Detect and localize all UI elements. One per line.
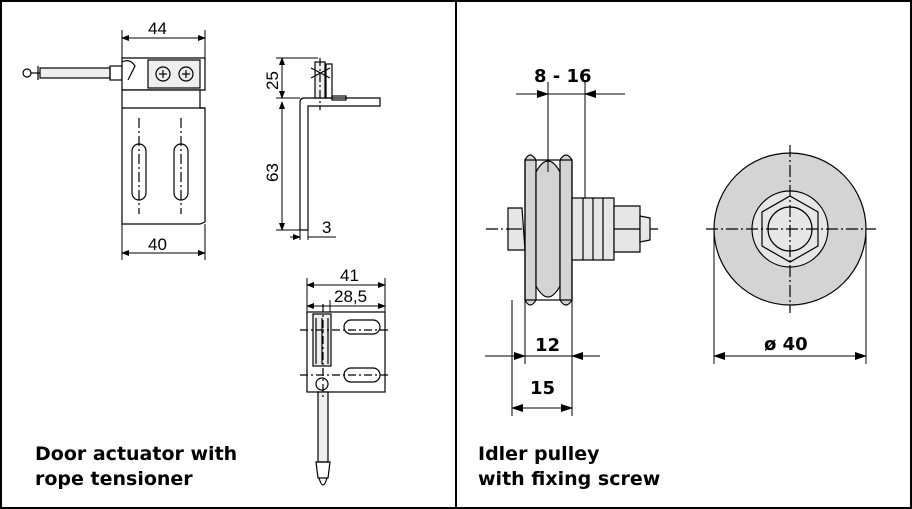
pulley-dimensions	[485, 82, 625, 416]
caption-idler-pulley-line1: Idler pulley	[478, 443, 600, 465]
side-view-dimensions	[276, 57, 336, 240]
idler-pulley-panel	[456, 0, 912, 509]
dim-side-partial: 28,5	[334, 287, 367, 306]
actuator-top-view	[300, 304, 390, 486]
caption-door-actuator-line2: rope tensioner	[35, 468, 193, 490]
door-actuator-panel	[0, 0, 456, 509]
dim-diameter: ø 40	[764, 334, 808, 355]
dim-groove-range: 8 - 16	[534, 66, 592, 87]
diameter-dimension	[713, 229, 867, 364]
actuator-side-view	[299, 58, 381, 231]
dim-width-inner: 12	[535, 335, 560, 356]
top-view-dimensions	[306, 278, 386, 312]
pulley-front-view	[706, 145, 876, 313]
pulley-side-view	[486, 154, 660, 306]
dim-width-bottom: 40	[148, 235, 167, 254]
dim-thickness: 3	[322, 218, 331, 237]
dim-side-total: 41	[340, 266, 359, 285]
caption-idler-pulley-line2: with fixing screw	[478, 468, 661, 490]
dim-width-outer: 15	[530, 378, 555, 399]
caption-door-actuator-line1: Door actuator with	[35, 443, 238, 465]
actuator-front-view	[22, 57, 206, 225]
front-view-dimensions	[121, 30, 206, 260]
dim-height-top: 25	[263, 71, 282, 90]
dim-height-main: 63	[263, 163, 282, 182]
dim-width-top: 44	[148, 19, 167, 38]
